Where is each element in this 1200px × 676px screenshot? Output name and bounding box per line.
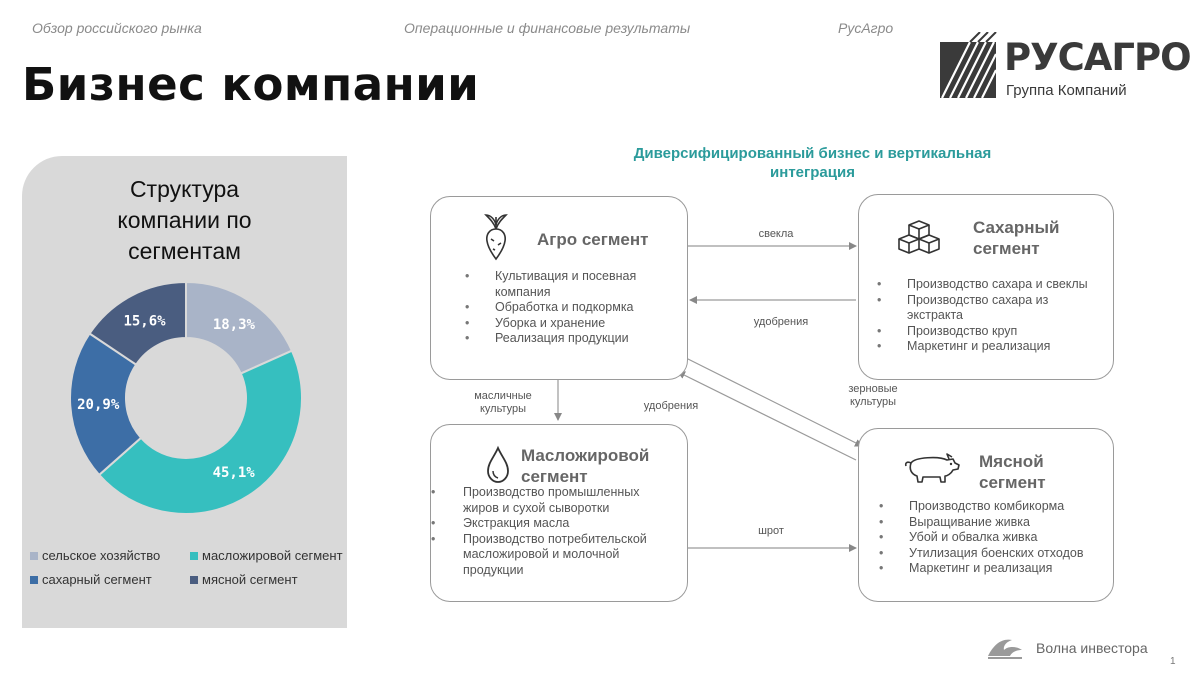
list-item: Утилизация боенских отходов [879, 546, 1109, 562]
page-title: Бизнес компании [22, 58, 480, 111]
drop-icon [487, 445, 509, 483]
oil-segment-list: Производство промышленных жиров и сухой … [431, 485, 673, 579]
wave-logo-icon [988, 639, 1022, 659]
agro-segment-list: Культивация и посевная компания Обработк… [465, 269, 665, 347]
nav-results[interactable]: Операционные и финансовые результаты [404, 20, 691, 36]
meat-segment-card: Мясной сегмент Производство комбикорма В… [858, 428, 1114, 602]
arrow-label-oil-crops: масличные культуры [474, 390, 532, 415]
logo-mark-icon [940, 32, 997, 99]
donut-label-1: 45,1% [213, 465, 256, 481]
beet-icon [484, 214, 508, 261]
donut-slice-3 [88, 280, 187, 367]
legend-label: сахарный сегмент [42, 572, 152, 587]
legend-swatch [30, 551, 38, 560]
cubes-icon [898, 220, 940, 254]
sugar-segment-card: Сахарный сегмент Производство сахара и с… [858, 194, 1114, 380]
list-item: Экстракция масла [431, 516, 673, 532]
arrow-label-grain: зерновые культуры [848, 383, 898, 408]
list-item: Производство промышленных жиров и сухой … [431, 485, 673, 516]
donut-label-2: 20,9% [77, 397, 120, 413]
logo-subtitle: Группа Компаний [1006, 82, 1127, 99]
donut-label-0: 18,3% [213, 317, 256, 333]
agro-segment-title: Агро сегмент [537, 230, 649, 249]
list-item: Производство сахара и свеклы [877, 277, 1107, 293]
meat-segment-title: Мясной сегмент [979, 452, 1046, 492]
legend-label: мясной сегмент [202, 572, 298, 587]
nav-rusagro[interactable]: РусАгро [838, 20, 894, 36]
nav-market-overview[interactable]: Обзор российского рынка [32, 20, 202, 36]
footer-brand: Волна инвестора [1036, 640, 1148, 656]
company-logo: РУСАГРО Группа Компаний [940, 32, 1192, 104]
agro-segment-card: Агро сегмент Культивация и посевная комп… [430, 196, 688, 380]
oil-segment-card: Масложировой сегмент Производство промыш… [430, 424, 688, 602]
chart-title: Структура компании по сегментам [117, 176, 252, 264]
arrow-label-beet: свекла [758, 228, 794, 240]
donut-label-3: 15,6% [123, 313, 166, 329]
arrow-fertilizer-meat [677, 371, 857, 461]
meat-segment-list: Производство комбикорма Выращивание живк… [879, 499, 1109, 577]
legend-label: масложировой сегмент [202, 548, 343, 563]
donut-chart: 18,3% 45,1% 20,9% 15,6% [69, 280, 303, 516]
legend-label: сельское хозяйство [42, 548, 161, 563]
list-item: Маркетинг и реализация [877, 339, 1107, 355]
legend-swatch [190, 551, 198, 560]
logo-name: РУСАГРО [1004, 36, 1192, 79]
list-item: Производство потребительской масложирово… [431, 532, 673, 579]
sugar-segment-list: Производство сахара и свеклы Производств… [877, 277, 1107, 355]
list-item: Обработка и подкормка [465, 300, 665, 316]
list-item: Реализация продукции [465, 331, 665, 347]
list-item: Культивация и посевная компания [465, 269, 665, 300]
segment-structure-panel: Структура компании по сегментам 18,3% 45,… [22, 156, 347, 628]
sugar-segment-title: Сахарный сегмент [973, 218, 1060, 258]
arrow-label-fertilizer-sugar: удобрения [753, 316, 809, 328]
oil-segment-title: Масложировой сегмент [521, 446, 650, 486]
diagram-title: Диверсифицированный бизнес и вертикальна… [633, 145, 992, 181]
legend-swatch [190, 575, 198, 584]
legend-swatch [30, 575, 38, 584]
legend-item-agri: сельское хозяйство [30, 548, 160, 563]
list-item: Убой и обвалка живка [879, 530, 1109, 546]
list-item: Производство сахара из экстракта [877, 293, 1107, 324]
list-item: Маркетинг и реализация [879, 561, 1109, 577]
list-item: Уборка и хранение [465, 316, 665, 332]
pig-icon [904, 453, 960, 483]
list-item: Производство круп [877, 324, 1107, 340]
arrow-label-fertilizer-meat: удобрения [643, 400, 699, 412]
arrow-grain [685, 357, 863, 447]
list-item: Выращивание живка [879, 515, 1109, 531]
legend-item-sugar: сахарный сегмент [30, 572, 152, 587]
arrow-label-meal: шрот [758, 525, 784, 537]
legend-item-oil: масложировой сегмент [190, 548, 343, 563]
list-item: Производство комбикорма [879, 499, 1109, 515]
page-number: 1 [1170, 656, 1176, 667]
donut-slice-1 [97, 349, 303, 516]
legend-item-meat: мясной сегмент [190, 572, 298, 587]
